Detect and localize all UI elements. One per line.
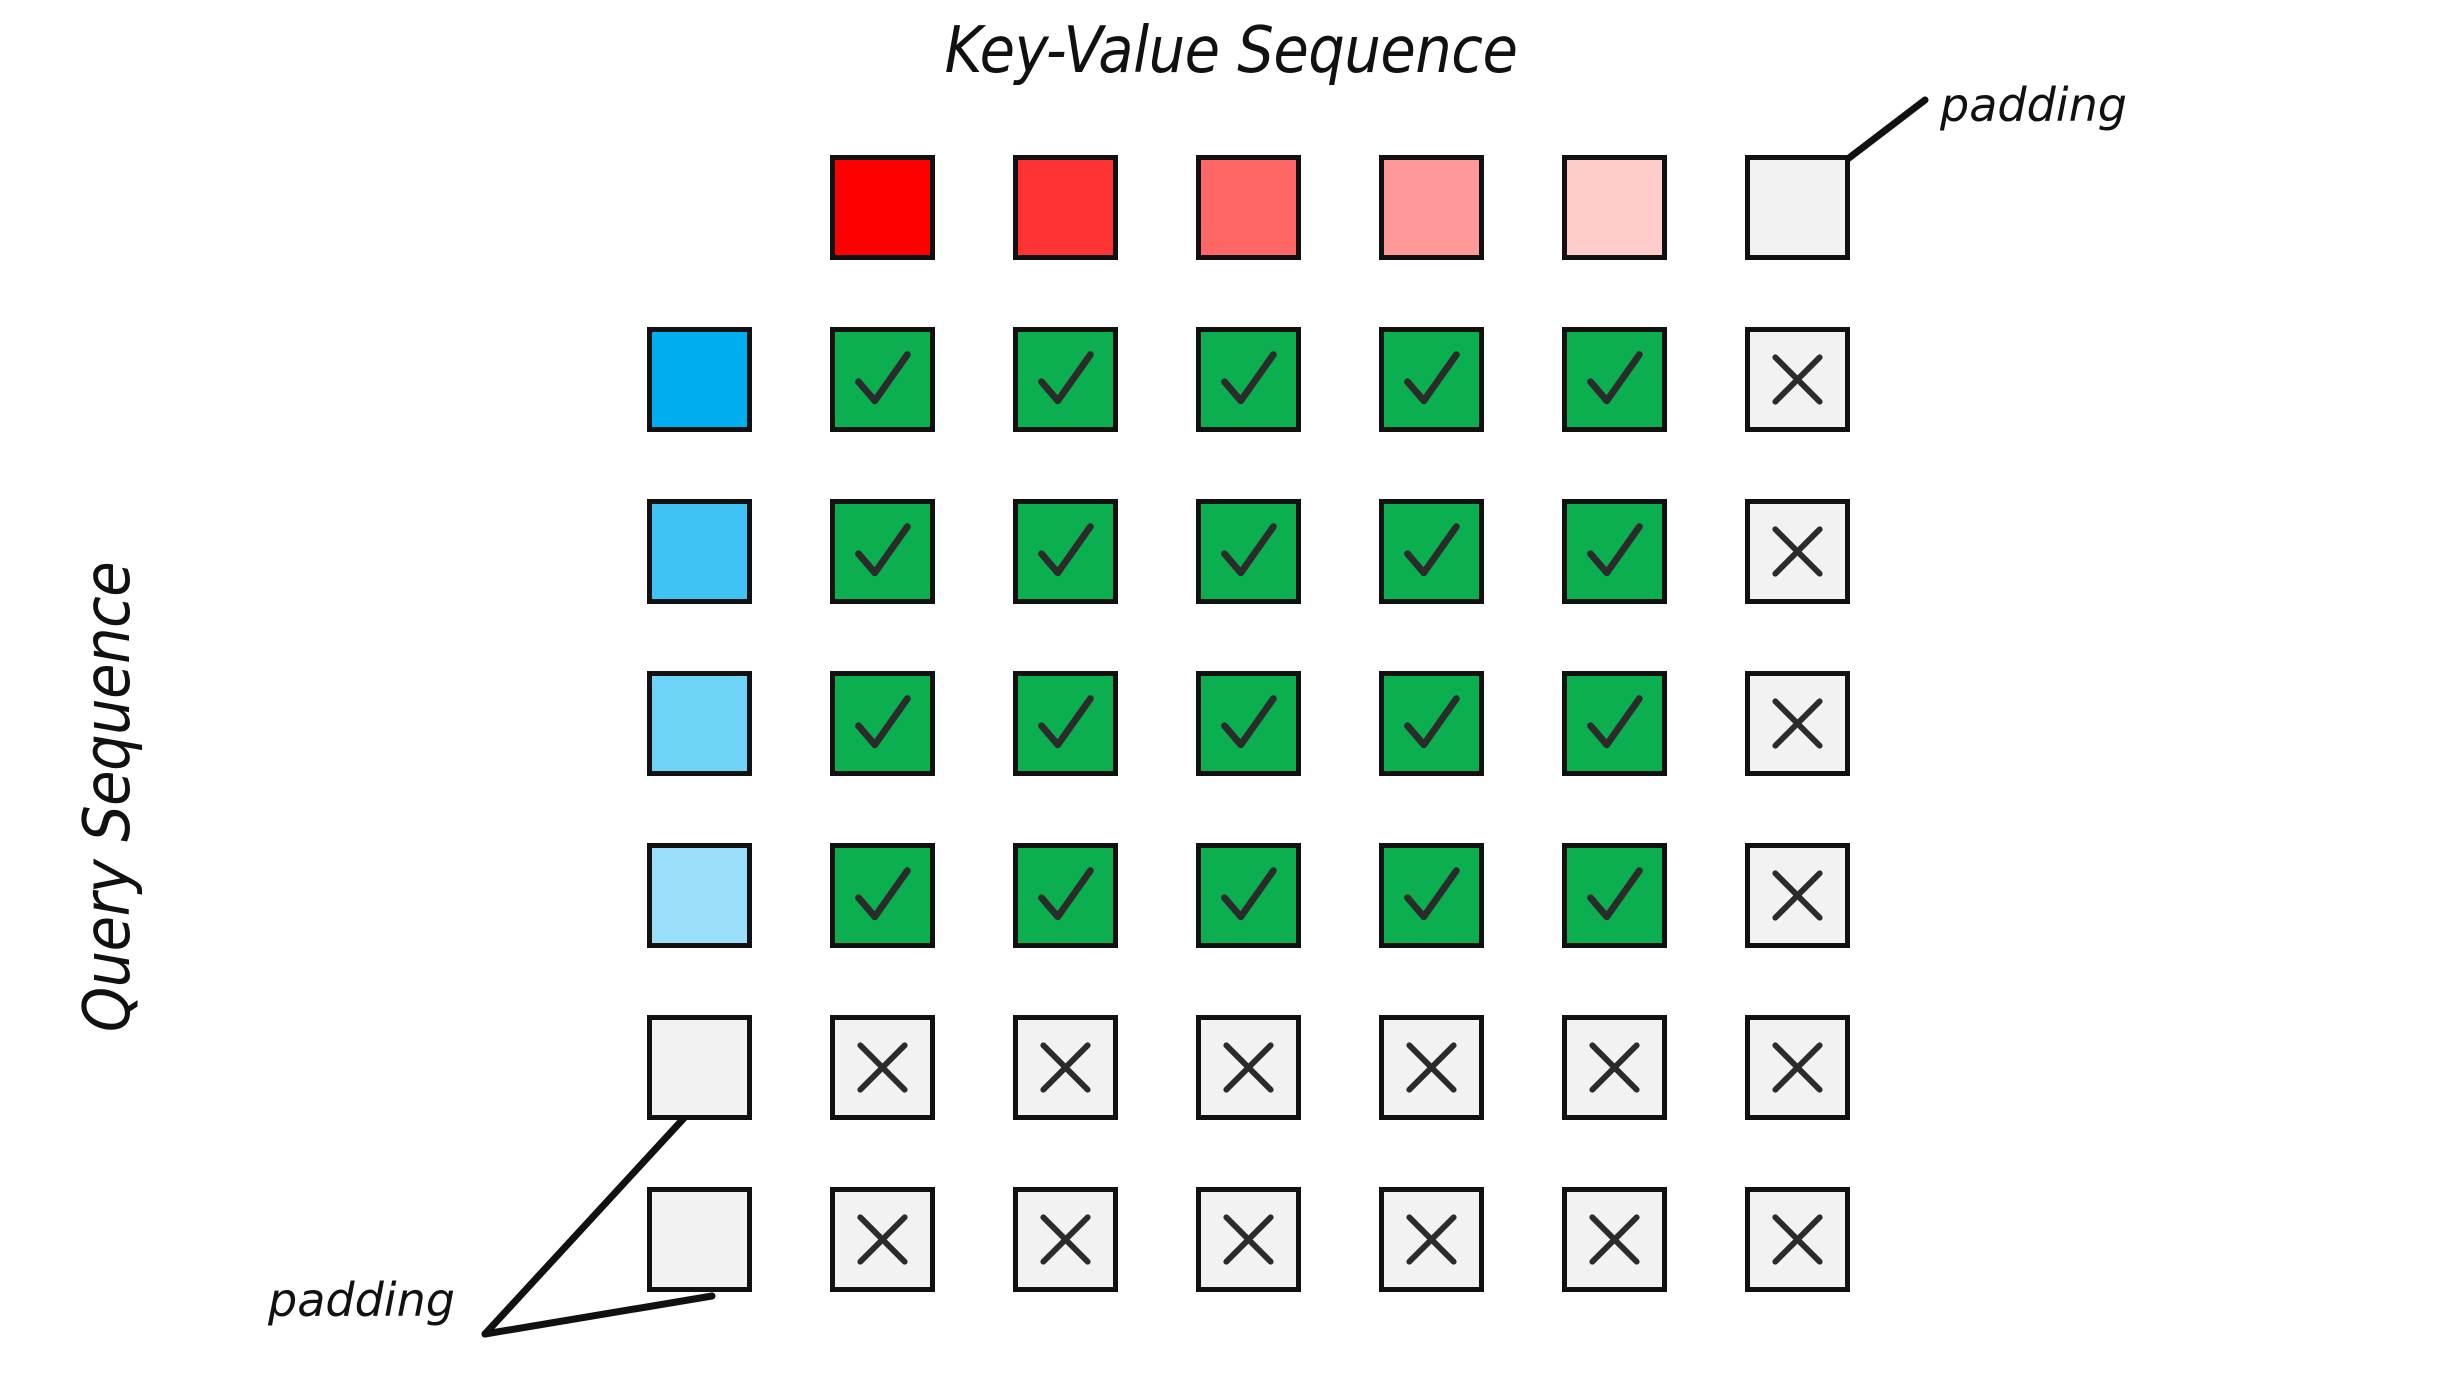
check-icon [1038,351,1094,405]
cross-icon [1223,1214,1274,1265]
cross-icon [1772,1214,1823,1265]
mask-cell-masked-6-6 [1745,1187,1850,1292]
check-icon [855,867,911,921]
mask-cell-allowed-3-1 [830,671,935,776]
mask-cell-masked-5-4 [1379,1015,1484,1120]
check-icon [1404,523,1460,577]
check-icon [1587,695,1643,749]
mask-cell-allowed-1-4 [1379,327,1484,432]
mask-cell-masked-6-5 [1562,1187,1667,1292]
check-icon [1038,867,1094,921]
check-icon [1587,867,1643,921]
mask-cell-masked-6-4 [1379,1187,1484,1292]
cross-icon [1772,526,1823,577]
check-icon [855,523,911,577]
mask-cell-masked-6-2 [1013,1187,1118,1292]
mask-cell-allowed-1-3 [1196,327,1301,432]
mask-cell-allowed-2-3 [1196,499,1301,604]
mask-cell-masked-5-1 [830,1015,935,1120]
check-icon [1221,523,1277,577]
query-padding-cell-5 [647,1015,752,1120]
mask-cell-allowed-4-4 [1379,843,1484,948]
mask-cell-masked-1-6 [1745,327,1850,432]
cross-icon [1040,1214,1091,1265]
query-padding-cell-6 [647,1187,752,1292]
check-icon [1221,867,1277,921]
cross-icon [857,1214,908,1265]
check-icon [1404,351,1460,405]
check-icon [1038,695,1094,749]
mask-cell-masked-6-3 [1196,1187,1301,1292]
key-value-cell-2 [1013,155,1118,260]
cross-icon [1406,1214,1457,1265]
mask-cell-allowed-2-4 [1379,499,1484,604]
mask-cell-masked-3-6 [1745,671,1850,776]
cross-icon [1772,870,1823,921]
cross-icon [1589,1042,1640,1093]
mask-cell-masked-6-1 [830,1187,935,1292]
mask-cell-allowed-2-5 [1562,499,1667,604]
query-axis-title: Query Sequence [71,561,145,1033]
check-icon [1587,523,1643,577]
check-icon [855,695,911,749]
cross-icon [1589,1214,1640,1265]
mask-cell-allowed-4-5 [1562,843,1667,948]
mask-cell-masked-5-2 [1013,1015,1118,1120]
key-value-cell-4 [1379,155,1484,260]
query-cell-4 [647,843,752,948]
key-value-cell-1 [830,155,935,260]
mask-cell-allowed-3-2 [1013,671,1118,776]
mask-cell-allowed-4-3 [1196,843,1301,948]
cross-icon [1040,1042,1091,1093]
mask-cell-allowed-2-1 [830,499,935,604]
check-icon [1404,695,1460,749]
check-icon [1221,695,1277,749]
check-icon [1221,351,1277,405]
mask-cell-allowed-1-2 [1013,327,1118,432]
mask-cell-masked-5-5 [1562,1015,1667,1120]
cross-icon [1406,1042,1457,1093]
key-value-cell-5 [1562,155,1667,260]
mask-cell-allowed-1-1 [830,327,935,432]
mask-cell-allowed-3-5 [1562,671,1667,776]
check-icon [1404,867,1460,921]
mask-cell-allowed-1-5 [1562,327,1667,432]
mask-cell-allowed-4-2 [1013,843,1118,948]
key-value-padding-cell [1745,155,1850,260]
padding-label-bottom-left: padding [268,1273,455,1327]
cross-icon [857,1042,908,1093]
key-value-cell-3 [1196,155,1301,260]
padding-label-top-right: padding [1940,78,2127,132]
mask-cell-masked-2-6 [1745,499,1850,604]
check-icon [1038,523,1094,577]
mask-cell-allowed-3-4 [1379,671,1484,776]
cross-icon [1772,698,1823,749]
mask-cell-masked-5-6 [1745,1015,1850,1120]
mask-cell-allowed-4-1 [830,843,935,948]
page-title: Key-Value Sequence [944,14,1518,88]
mask-cell-allowed-2-2 [1013,499,1118,604]
check-icon [855,351,911,405]
cross-icon [1223,1042,1274,1093]
leader-line-bottom-b [481,1292,716,1338]
query-cell-3 [647,671,752,776]
cross-icon [1772,354,1823,405]
mask-cell-masked-5-3 [1196,1015,1301,1120]
query-cell-1 [647,327,752,432]
mask-cell-allowed-3-3 [1196,671,1301,776]
mask-cell-masked-4-6 [1745,843,1850,948]
cross-icon [1772,1042,1823,1093]
query-cell-2 [647,499,752,604]
check-icon [1587,351,1643,405]
